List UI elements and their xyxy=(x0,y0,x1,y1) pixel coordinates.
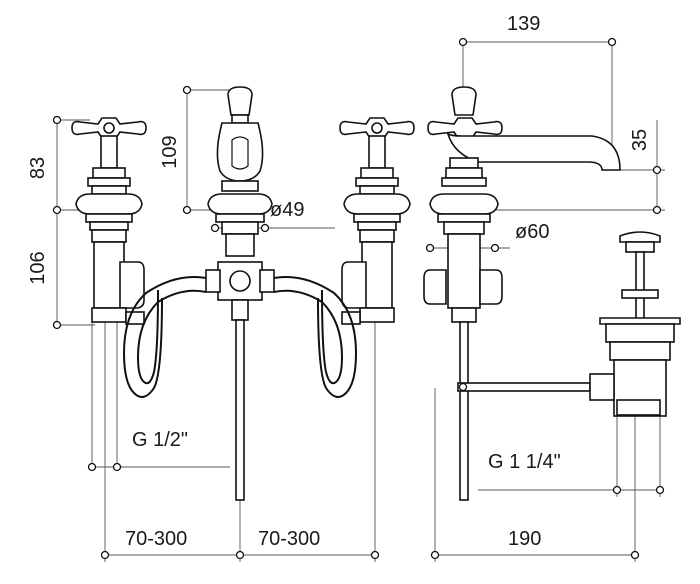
dim-handle-height: 83 xyxy=(27,157,49,179)
dim-body-height: 106 xyxy=(27,251,49,284)
dim-left-spacing: 70-300 xyxy=(125,528,187,550)
dimension-lines xyxy=(56,41,665,562)
dim-spout-handle-height: 109 xyxy=(159,135,181,168)
dimension-markers xyxy=(52,37,665,560)
dim-connection-thread: G 1/2" xyxy=(132,429,188,451)
pop-up-waste xyxy=(589,231,681,417)
dim-waste-offset: 190 xyxy=(508,528,541,550)
dim-spout-outlet-height: 35 xyxy=(629,129,651,151)
flexible-hoses xyxy=(122,276,358,398)
left-valve xyxy=(71,117,147,325)
right-valve xyxy=(339,117,415,325)
dim-right-spacing: 70-300 xyxy=(258,528,320,550)
dim-spout-reach: 139 xyxy=(507,13,540,35)
dim-base-diameter: ø60 xyxy=(515,221,549,243)
center-spout xyxy=(205,86,275,501)
side-view-spout xyxy=(423,86,621,501)
dim-waste-thread: G 1 1/4" xyxy=(488,451,561,473)
dim-spout-body-diameter: ø49 xyxy=(270,199,304,221)
